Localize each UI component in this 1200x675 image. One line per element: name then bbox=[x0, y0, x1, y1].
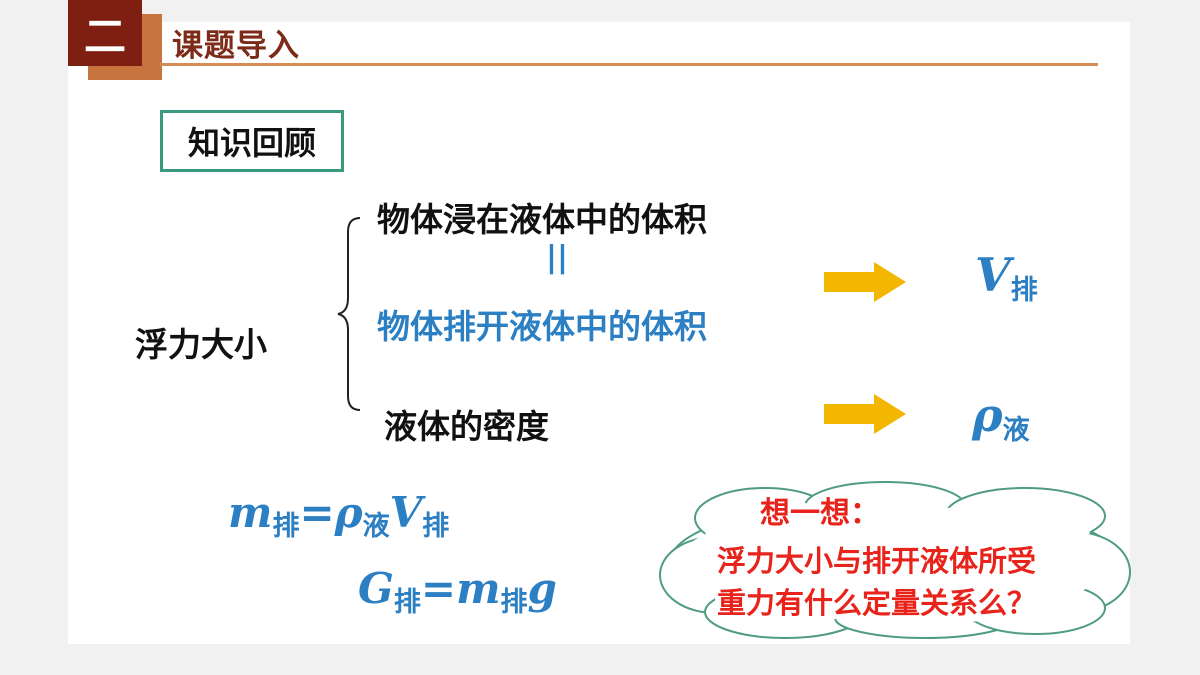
title-underline bbox=[160, 63, 1098, 66]
arrow-right-icon bbox=[824, 394, 906, 434]
page-title: 课题导入 bbox=[172, 28, 300, 64]
v-letter: V bbox=[975, 248, 1011, 302]
formula-gravity: G排=m排g bbox=[358, 564, 557, 618]
formula-v: V bbox=[389, 488, 423, 537]
formula-m2-sub: 排 bbox=[500, 587, 528, 618]
think-line-1: 浮力大小与排开液体所受 bbox=[717, 544, 1037, 578]
curly-brace bbox=[337, 217, 361, 411]
buoyancy-label: 浮力大小 bbox=[135, 325, 267, 364]
rho-letter: ρ bbox=[972, 388, 1003, 442]
header-number-badge: 二 bbox=[68, 0, 142, 66]
displaced-volume-text: 物体排开液体中的体积 bbox=[377, 307, 707, 346]
formula-g-sub: 排 bbox=[393, 587, 421, 618]
immersed-volume-text: 物体浸在液体中的体积 bbox=[377, 200, 707, 239]
equals-sign: || bbox=[546, 240, 568, 275]
formula-rho-sub: 液 bbox=[362, 511, 390, 542]
thought-cloud-icon bbox=[659, 481, 1131, 639]
formula-m-sub: 排 bbox=[272, 511, 300, 542]
formula-eq: = bbox=[299, 488, 335, 537]
formula-m: m bbox=[228, 488, 273, 537]
formula-mass: m排=ρ液V排 bbox=[228, 488, 449, 542]
formula-v-sub: 排 bbox=[422, 511, 450, 542]
rho-subscript: 液 bbox=[1002, 415, 1030, 446]
think-line-2: 重力有什么定量关系么？ bbox=[717, 586, 1037, 620]
v-displaced-symbol: V排 bbox=[975, 248, 1038, 306]
review-label: 知识回顾 bbox=[187, 124, 316, 162]
formula-g-small: g bbox=[527, 564, 557, 613]
arrow-right-icon bbox=[824, 262, 906, 302]
formula-g: G bbox=[358, 564, 394, 613]
liquid-density-text: 液体的密度 bbox=[384, 407, 549, 446]
formula-m2: m bbox=[456, 564, 501, 613]
review-label-box: 知识回顾 bbox=[160, 110, 344, 172]
think-title: 想一想： bbox=[760, 496, 880, 531]
header-number: 二 bbox=[83, 11, 126, 61]
formula-eq2: = bbox=[420, 564, 457, 613]
rho-liquid-symbol: ρ液 bbox=[972, 388, 1030, 446]
formula-rho: ρ bbox=[334, 488, 363, 537]
v-subscript: 排 bbox=[1010, 275, 1038, 306]
